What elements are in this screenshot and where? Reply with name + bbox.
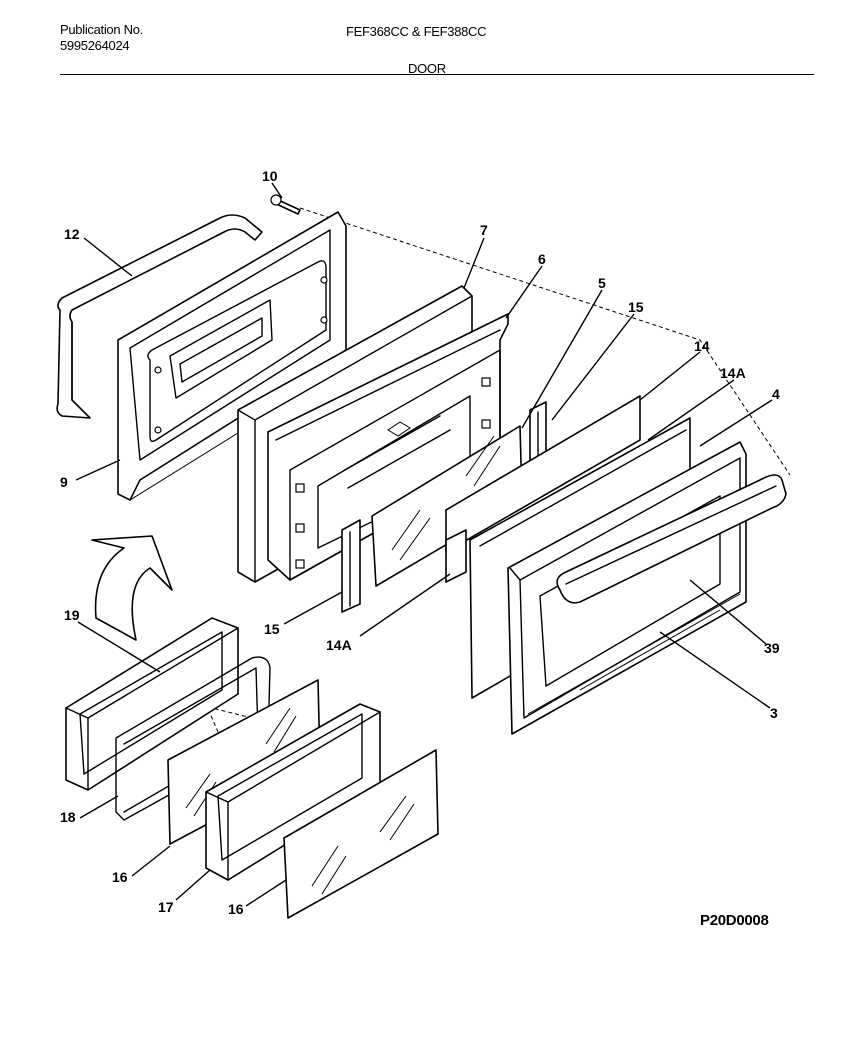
part-12-gasket [56, 214, 263, 419]
callout-9: 9 [60, 474, 68, 490]
callout-39: 39 [764, 640, 780, 656]
callout-5: 5 [598, 275, 606, 291]
publication-number: 5995264024 [60, 38, 130, 53]
leader-lines [75, 182, 773, 907]
part-10-screw [270, 194, 301, 215]
callout-12: 12 [64, 226, 80, 242]
callout-3: 3 [770, 705, 778, 721]
model-numbers: FEF368CC & FEF388CC [346, 24, 487, 39]
part-19-lower-frame [65, 617, 239, 791]
figure-code: P20D0008 [700, 912, 769, 929]
section-title: DOOR [408, 61, 446, 76]
header-rule [60, 74, 814, 75]
part-14-glass-pane [445, 395, 641, 553]
publication-label: Publication No. [60, 22, 143, 37]
callout-15-upper: 15 [628, 299, 644, 315]
callout-16-lower: 16 [228, 901, 244, 917]
callout-14a-upper: 14A [720, 365, 746, 381]
callout-14: 14 [694, 338, 710, 354]
callout-10: 10 [262, 168, 278, 184]
callout-18: 18 [60, 809, 76, 825]
callout-14a-lower: 14A [326, 637, 352, 653]
assembly-arrow-icon [91, 535, 173, 641]
callout-19: 19 [64, 607, 80, 623]
callout-15-lower: 15 [264, 621, 280, 637]
callout-17: 17 [158, 899, 174, 915]
part-16-glass-lower [283, 749, 439, 919]
part-39-handle [556, 474, 787, 604]
part-15-hinge-bracket-left [341, 519, 361, 613]
callout-7: 7 [480, 222, 488, 238]
callout-labels: 10 12 7 6 5 15 14 14A 4 9 15 14A 39 3 19… [60, 168, 780, 917]
part-14a-spacer [445, 529, 467, 583]
callout-4: 4 [772, 386, 780, 402]
callout-16-upper: 16 [112, 869, 128, 885]
callout-6: 6 [538, 251, 546, 267]
